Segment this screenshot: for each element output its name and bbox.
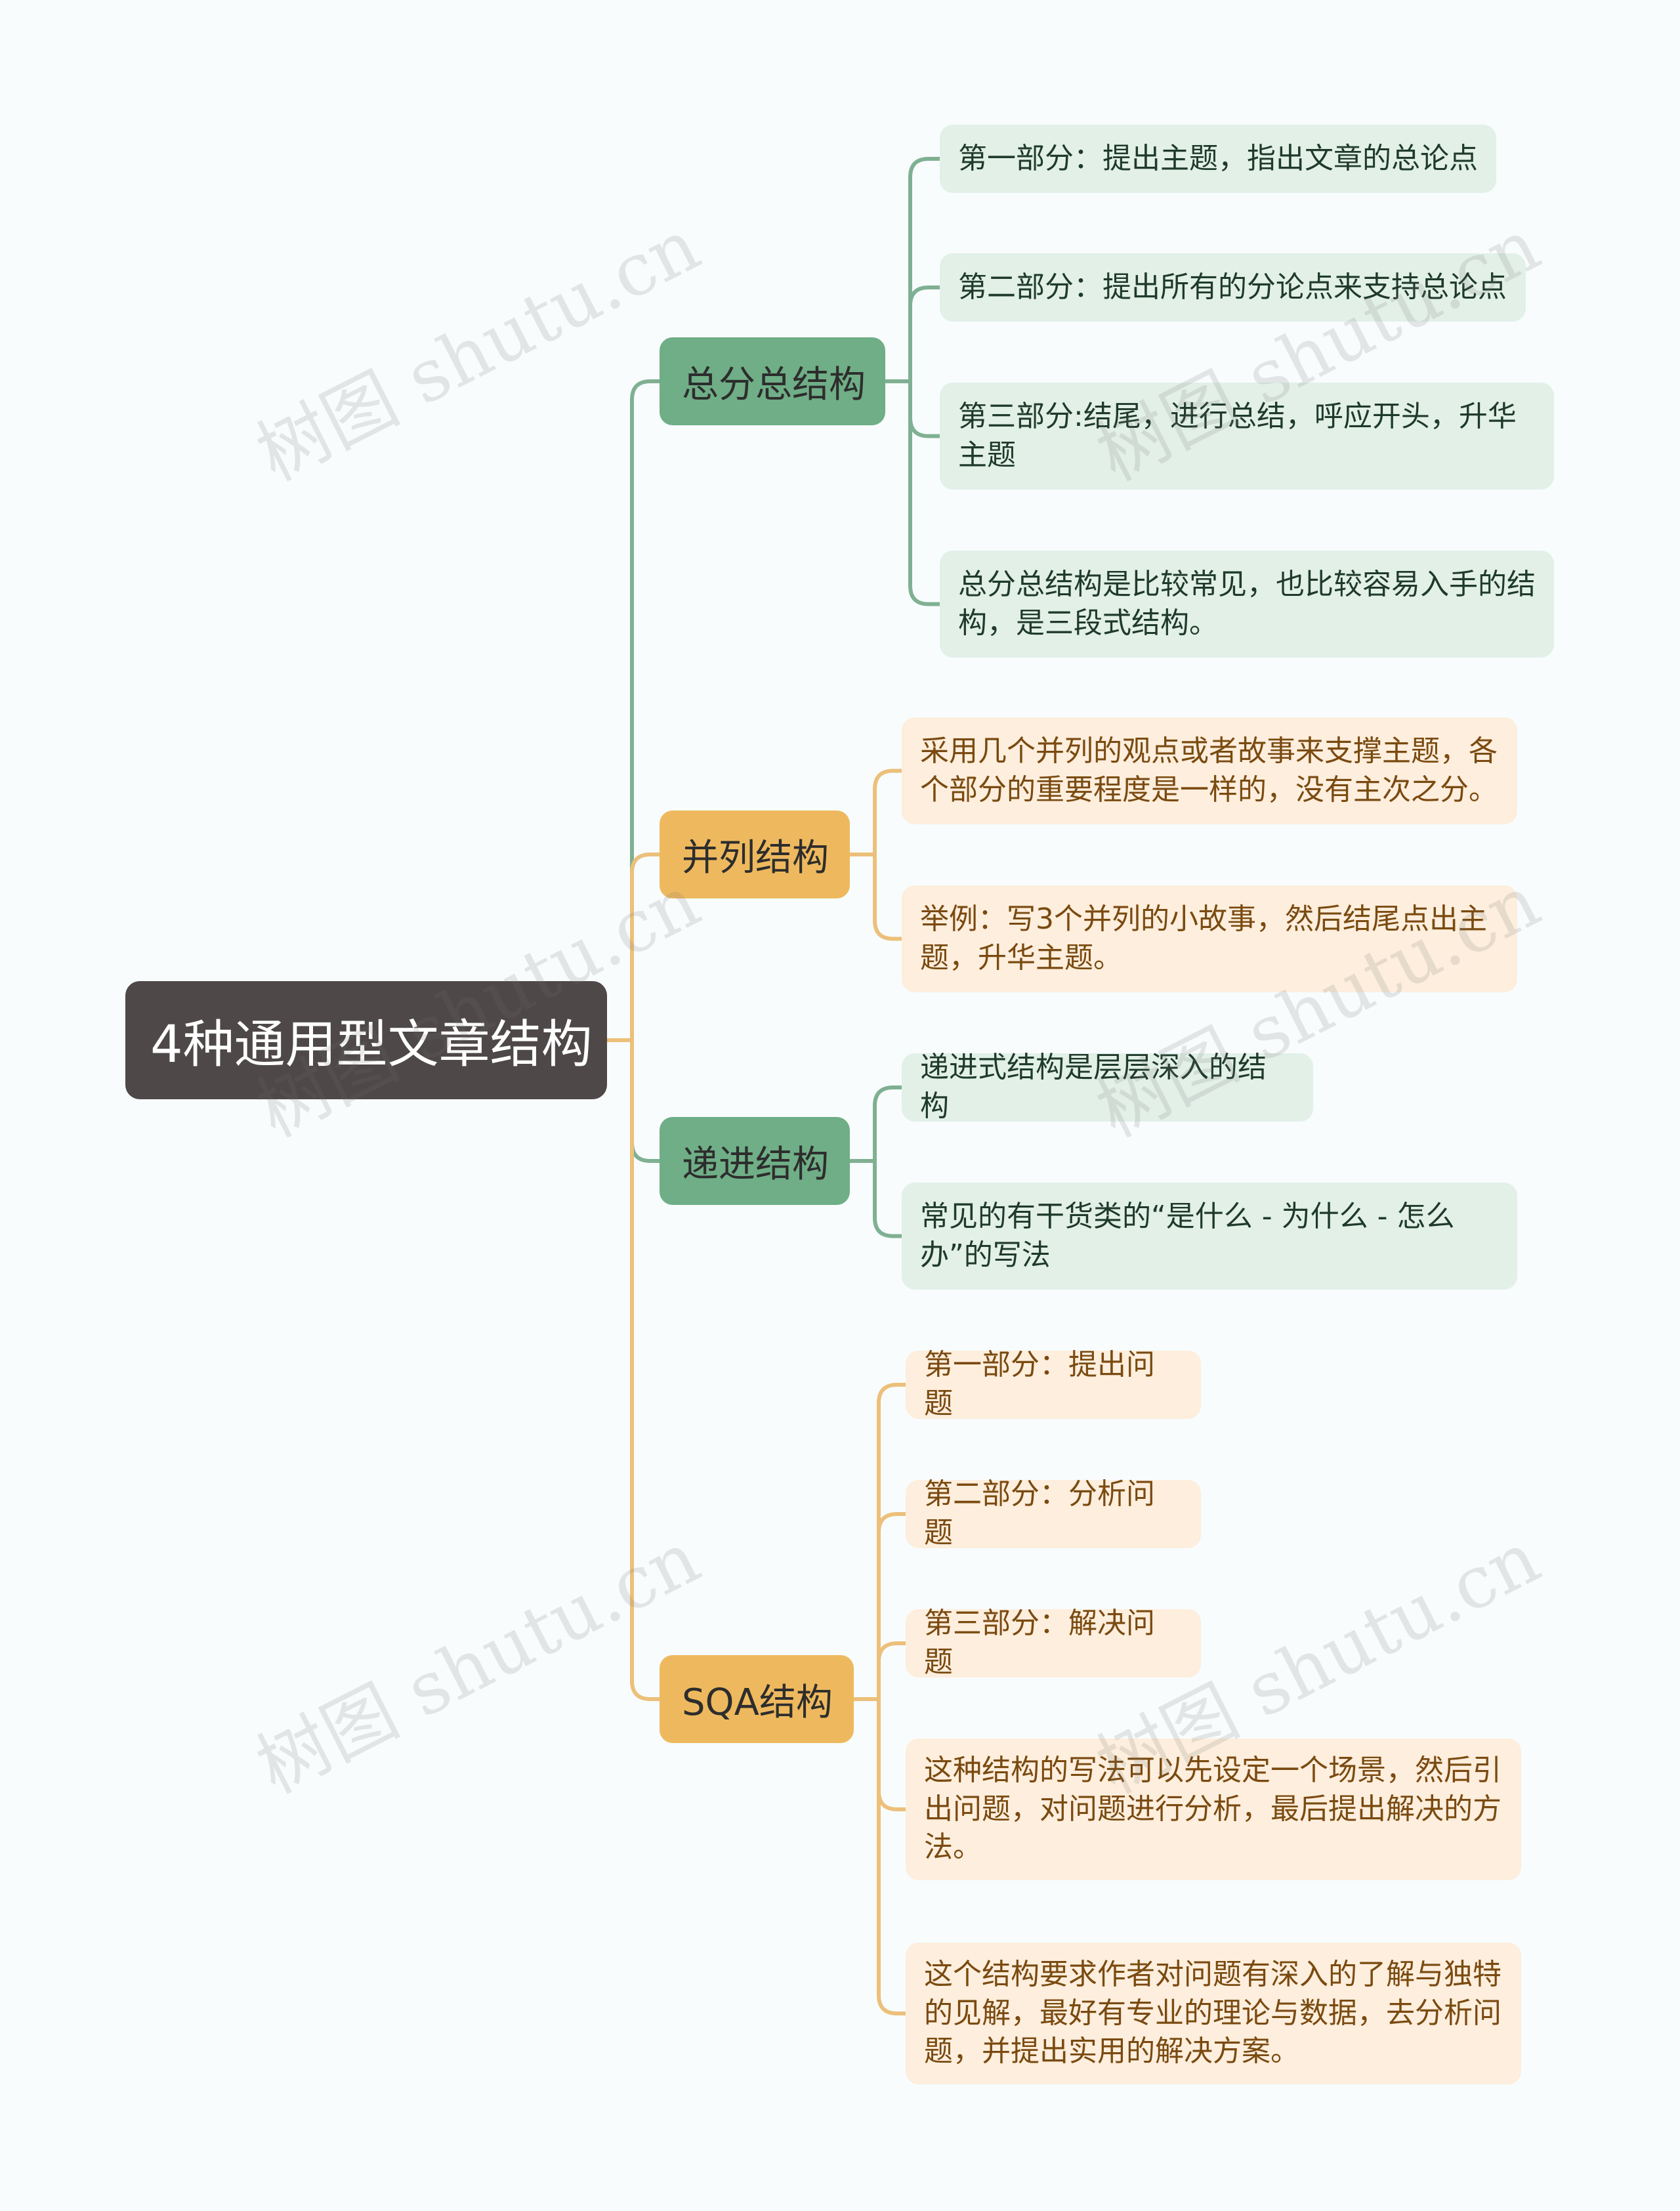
connector-branch-leaf — [908, 157, 942, 383]
connector-branch-leaf — [877, 1697, 908, 1811]
connector-root-branch — [630, 853, 662, 1042]
leaf-node[interactable]: 第二部分：提出所有的分论点来支持总论点 — [940, 253, 1526, 322]
leaf-text: 这种结构的写法可以先设定一个场景，然后引出问题，对问题进行分析，最后提出解决的方… — [924, 1753, 1502, 1864]
leaf-text: 举例：写3个并列的小故事，然后结尾点出主题，升华主题。 — [920, 902, 1487, 975]
leaf-text: 总分总结构是比较常见，也比较容易入手的结构，是三段式结构。 — [958, 567, 1536, 640]
leaf-node[interactable]: 总分总结构是比较常见，也比较容易入手的结构，是三段式结构。 — [940, 551, 1554, 658]
leaf-text: 第三部分：解决问题 — [924, 1607, 1155, 1679]
branch-node-total-part-total[interactable]: 总分总结构 — [660, 337, 885, 425]
leaf-text: 常见的有干货类的“是什么 - 为什么 - 怎么办”的写法 — [920, 1199, 1455, 1272]
leaf-node[interactable]: 这个结构要求作者对问题有深入的了解与独特的见解，最好有专业的理论与数据，去分析问… — [906, 1943, 1521, 2084]
connector-branch-leaf — [908, 379, 942, 438]
connector-branch-leaf — [908, 285, 942, 383]
connector-branch-leaf — [877, 1697, 908, 2015]
branch-node-progressive[interactable]: 递进结构 — [660, 1117, 850, 1205]
leaf-text: 第三部分:结尾，进行总结，呼应开头，升华主题 — [958, 399, 1517, 472]
connector-root-branch — [630, 1038, 662, 1163]
connector-branch-leaf — [873, 1159, 904, 1238]
leaf-node[interactable]: 采用几个并列的观点或者故事来支撑主题，各个部分的重要程度是一样的，没有主次之分。 — [902, 717, 1517, 824]
leaf-node[interactable]: 第三部分：解决问题 — [906, 1607, 1201, 1679]
leaf-text: 这个结构要求作者对问题有深入的了解与独特的见解，最好有专业的理论与数据，去分析问… — [924, 1957, 1502, 2069]
connector-branch-leaf — [873, 853, 904, 941]
branch-label: 并列结构 — [682, 836, 829, 879]
leaf-text: 第一部分：提出问题 — [924, 1348, 1155, 1420]
leaf-text: 采用几个并列的观点或者故事来支撑主题，各个部分的重要程度是一样的，没有主次之分。 — [920, 734, 1498, 807]
branch-label: 总分总结构 — [682, 363, 866, 406]
connector-branch-leaf — [908, 379, 942, 606]
leaf-text: 递进式结构是层层深入的结构 — [920, 1051, 1267, 1123]
leaf-text: 第二部分：提出所有的分论点来支持总论点 — [958, 270, 1507, 304]
leaf-node[interactable]: 第三部分:结尾，进行总结，呼应开头，升华主题 — [940, 383, 1554, 490]
connector-root-branch — [630, 379, 662, 1042]
branch-node-sqa[interactable]: SQA结构 — [660, 1655, 854, 1743]
root-node[interactable]: 4种通用型文章结构 — [125, 981, 607, 1099]
connector-branch-leaf — [877, 1641, 908, 1701]
leaf-node[interactable]: 递进式结构是层层深入的结构 — [902, 1051, 1313, 1123]
root-label: 4种通用型文章结构 — [150, 1015, 593, 1074]
leaf-node[interactable]: 第一部分：提出问题 — [906, 1348, 1201, 1420]
connector-root-branch — [630, 1038, 662, 1701]
branch-label: SQA结构 — [682, 1681, 833, 1724]
leaf-node[interactable]: 常见的有干货类的“是什么 - 为什么 - 怎么办”的写法 — [902, 1183, 1517, 1290]
connector-branch-leaf — [873, 769, 904, 856]
leaf-text: 第二部分：分析问题 — [924, 1477, 1155, 1549]
leaf-text: 第一部分：提出主题，指出文章的总论点 — [958, 141, 1478, 175]
connector-branch-leaf — [877, 1383, 908, 1701]
branch-label: 递进结构 — [682, 1143, 829, 1186]
connector-branch-leaf — [873, 1085, 904, 1163]
connector-branch-leaf — [877, 1512, 908, 1701]
leaf-node[interactable]: 第一部分：提出主题，指出文章的总论点 — [940, 125, 1496, 193]
leaf-node[interactable]: 举例：写3个并列的小故事，然后结尾点出主题，升华主题。 — [902, 885, 1517, 992]
leaf-node[interactable]: 第二部分：分析问题 — [906, 1477, 1201, 1549]
branch-node-parallel[interactable]: 并列结构 — [660, 811, 850, 898]
leaf-node[interactable]: 这种结构的写法可以先设定一个场景，然后引出问题，对问题进行分析，最后提出解决的方… — [906, 1738, 1521, 1880]
